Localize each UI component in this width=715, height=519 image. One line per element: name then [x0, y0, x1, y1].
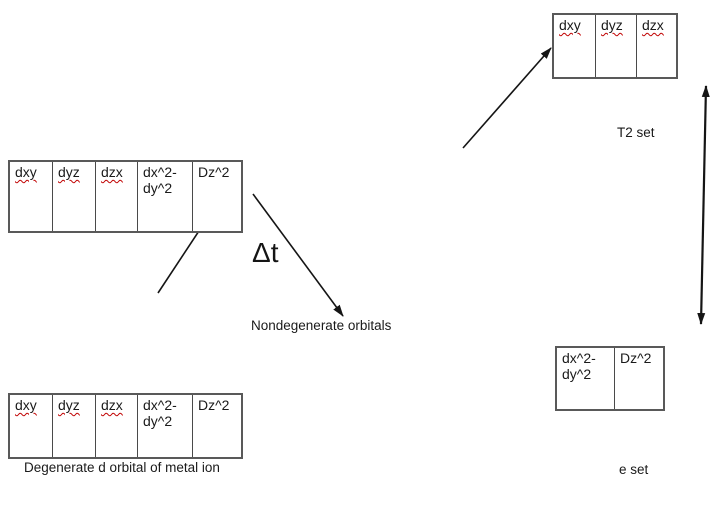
orbital-cell-dx2-dy2: dx^2-dy^2	[557, 348, 614, 409]
orbital-label-dxy: dxy	[15, 397, 37, 413]
orbital-label-dzx: dzx	[642, 17, 664, 33]
double-headed-vertical-arrow-icon	[697, 85, 710, 325]
orbital-cell-dyz: dyz	[52, 162, 95, 231]
orbital-cell-dzx: dzx	[95, 395, 137, 457]
orbital-label-dxy: dxy	[15, 164, 37, 180]
orbital-cell-dz2: Dz^2	[614, 348, 663, 409]
orbital-table-t2-set: dxy dyz dzx	[552, 13, 678, 79]
orbital-label-dz2: Dz^2	[620, 350, 652, 366]
orbital-cell-dx2-dy2: dx^2-dy^2	[137, 162, 192, 231]
orbital-cell-dyz: dyz	[595, 15, 636, 77]
orbital-label-dyz: dyz	[58, 397, 80, 413]
degenerate-caption-label: Degenerate d orbital of metal ion	[24, 460, 220, 475]
orbital-cell-dx2-dy2: dx^2-dy^2	[137, 395, 192, 457]
delta-t-label: Δt	[252, 237, 279, 268]
orbital-label-dzx: dzx	[101, 397, 123, 413]
orbital-label-dx2-dy2: dx^2-dy^2	[143, 397, 177, 430]
orbital-cell-dzx: dzx	[636, 15, 676, 77]
orbital-cell-dxy: dxy	[10, 162, 52, 231]
e-set-label: e set	[619, 462, 649, 477]
orbital-cell-dz2: Dz^2	[192, 162, 241, 231]
orbital-label-dyz: dyz	[58, 164, 80, 180]
orbital-label-dzx: dzx	[101, 164, 123, 180]
orbital-cell-dxy: dxy	[10, 395, 52, 457]
orbital-label-dxy: dxy	[559, 17, 581, 33]
orbital-cell-dzx: dzx	[95, 162, 137, 231]
orbital-table-split-middle: dxy dyz dzx dx^2-dy^2 Dz^2	[8, 160, 243, 233]
arrow-to-t2-set-icon	[462, 47, 552, 149]
orbital-cell-dxy: dxy	[554, 15, 595, 77]
orbital-table-e-set: dx^2-dy^2 Dz^2	[555, 346, 665, 411]
orbital-label-dyz: dyz	[601, 17, 623, 33]
orbital-table-degenerate: dxy dyz dzx dx^2-dy^2 Dz^2	[8, 393, 243, 459]
orbital-label-dz2: Dz^2	[198, 397, 230, 413]
orbital-label-dz2: Dz^2	[198, 164, 230, 180]
nondegenerate-orbitals-label: Nondegenerate orbitals	[251, 318, 392, 333]
orbital-cell-dz2: Dz^2	[192, 395, 241, 457]
orbital-label-dx2-dy2: dx^2-dy^2	[562, 350, 596, 383]
orbital-cell-dyz: dyz	[52, 395, 95, 457]
t2-set-label: T2 set	[617, 125, 655, 140]
orbital-label-dx2-dy2: dx^2-dy^2	[143, 164, 177, 197]
